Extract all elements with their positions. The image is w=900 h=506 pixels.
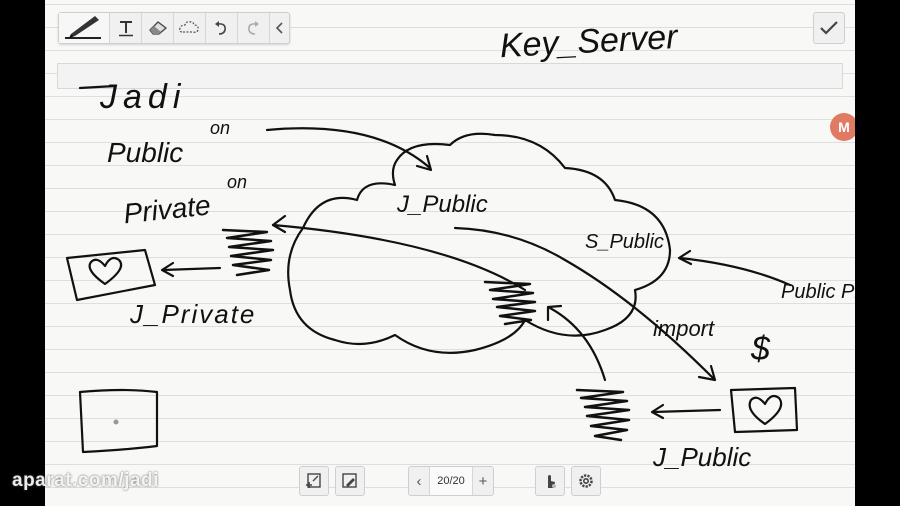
settings-gear-icon — [579, 474, 593, 488]
drawing-toolbar — [58, 12, 290, 44]
label-cloud-s-public: S_Public — [585, 231, 664, 253]
spring-cloud — [483, 280, 537, 326]
app-badge[interactable]: M — [830, 113, 855, 141]
lasso-icon — [179, 21, 200, 33]
confirm-button[interactable] — [813, 12, 845, 44]
spring-bottom — [575, 388, 631, 442]
arrow-up-to-cloud — [548, 306, 607, 382]
label-private: Private — [122, 189, 212, 229]
label-cloud-j-public: J_Public — [396, 191, 488, 218]
spring-private — [221, 228, 275, 277]
edit-page-button[interactable] — [335, 466, 365, 496]
empty-box — [78, 388, 159, 454]
text-tool-button[interactable] — [110, 13, 143, 43]
arrow-cloud-to-private — [271, 223, 527, 292]
notes-app-screen: M — [45, 0, 855, 506]
heart-left — [88, 256, 123, 286]
undo-icon — [215, 21, 227, 35]
add-page-plus-button[interactable]: + — [478, 472, 488, 490]
eraser-tool-button[interactable] — [142, 13, 174, 43]
page-indicator: 20/20 — [429, 467, 473, 495]
pen-icon — [65, 16, 102, 39]
label-public-on: on — [210, 118, 230, 138]
lasso-tool-button[interactable] — [174, 13, 206, 43]
empty-box-dot — [113, 419, 119, 425]
pen-tool-button[interactable] — [59, 13, 111, 43]
label-public-prm: Public Prm — [781, 281, 855, 303]
heart-right — [748, 394, 783, 426]
label-dollar: $ — [750, 330, 771, 368]
redo-button[interactable] — [238, 13, 270, 43]
label-private-on: on — [227, 172, 247, 192]
title-key-server: Key_Server — [499, 18, 680, 65]
note-title-field[interactable] — [57, 63, 843, 89]
add-page-button[interactable] — [299, 466, 329, 496]
collapse-chevron-icon — [276, 22, 283, 34]
label-jadi: Jadi — [99, 78, 186, 116]
sketch-canvas[interactable]: Key_Server Jadi Public on Private on J_P… — [45, 0, 855, 506]
public-key-box — [729, 386, 799, 434]
collapse-toolbar-button[interactable] — [270, 13, 289, 43]
label-import: import — [653, 316, 715, 341]
arrow-to-private-box — [161, 266, 222, 272]
private-key-box — [65, 248, 157, 302]
redo-icon — [248, 21, 260, 35]
label-public: Public — [107, 137, 183, 168]
check-icon — [820, 21, 838, 35]
bottom-toolbar: ‹ 20/20 + — [45, 460, 855, 500]
undo-button[interactable] — [206, 13, 238, 43]
arrow-public-to-cloud — [265, 127, 432, 170]
eraser-icon — [148, 21, 167, 35]
cloud-shape — [287, 132, 672, 354]
watermark: aparat.com/jadi — [12, 470, 159, 491]
label-j-public-bottom: J_Public — [652, 442, 751, 472]
settings-button[interactable] — [571, 466, 601, 496]
finger-touch-icon — [548, 475, 556, 488]
arrow-public-prm — [678, 256, 792, 287]
label-j-private: J_Private — [129, 299, 256, 329]
prev-page-button[interactable]: ‹ — [416, 472, 422, 490]
text-icon — [118, 21, 133, 37]
arrow-import — [453, 226, 715, 380]
edit-page-icon — [342, 473, 357, 488]
add-page-icon — [306, 473, 321, 488]
page-navigator: ‹ 20/20 + — [408, 466, 494, 496]
arrow-to-bottom-spring — [651, 408, 722, 414]
badge-label: M — [838, 119, 850, 135]
finger-touch-button[interactable] — [535, 466, 565, 496]
